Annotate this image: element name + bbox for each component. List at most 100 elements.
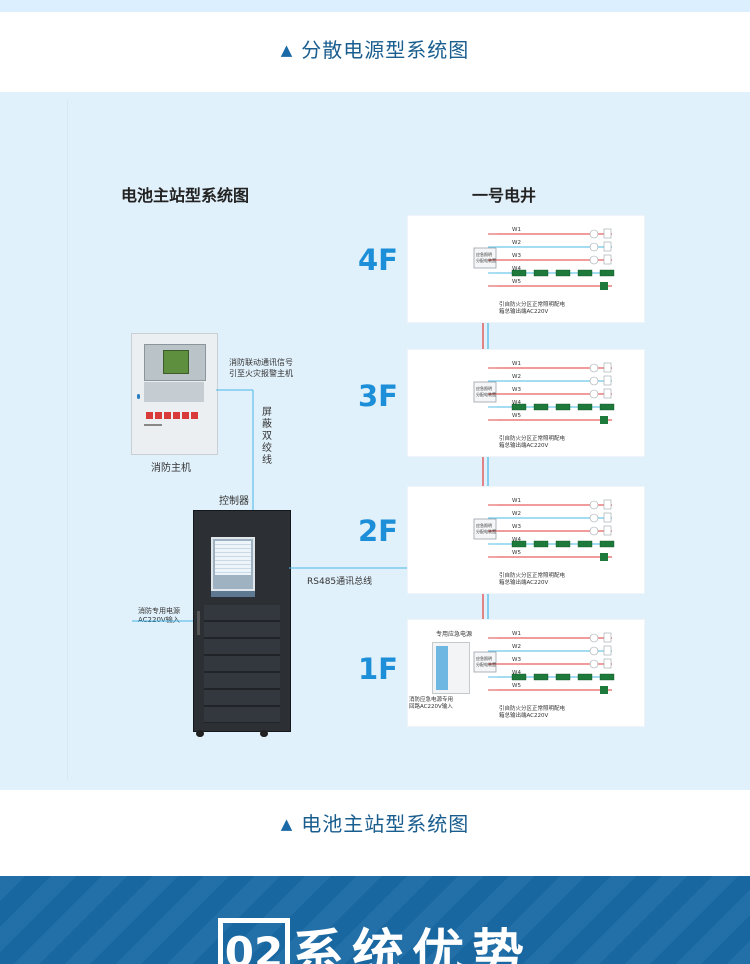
right-title: 一号电井 [472,186,537,205]
triangle-icon: ▲ [280,815,294,833]
exit-sign-icon [533,269,549,277]
exit-sign-icon [600,282,608,290]
light-fixture-icon [589,633,599,643]
feed-note: 引自防火分区正常照明配电 [499,302,566,308]
feed-note: 箱总输出端AC220V [499,580,549,586]
exit-sign-icon [600,553,608,561]
power-input-1: 消防专用电源 [138,607,180,615]
light-fixture-icon [603,375,612,386]
exit-sign-icon [555,540,571,548]
circuit-label: W5 [512,279,521,285]
exit-sign-icon [555,673,571,681]
light-fixture-icon [603,254,612,265]
exit-sign-icon [600,686,608,694]
light-fixture-icon [589,363,599,373]
controller-screen [215,541,251,575]
exit-sign-icon [599,403,615,411]
light-fixture-icon [589,255,599,265]
exit-sign-icon [577,403,593,411]
exit-sign-icon [599,269,615,277]
triangle-icon: ▲ [280,41,294,59]
band-stripes [0,876,750,964]
section-heading: 系统优势 [292,925,533,964]
light-fixture-icon [603,241,612,252]
floor-label-1f: 1F [358,652,398,686]
light-fixture-icon [603,512,612,523]
light-fixture-icon [589,526,599,536]
circuit-label: W5 [512,413,521,419]
exit-sign-icon [577,540,593,548]
distribution-box-text: 应急照明 [476,252,492,257]
light-fixture-icon [589,229,599,239]
light-fixture-icon [603,632,612,643]
light-fixture-icon [603,499,612,510]
light-fixture-icon [589,389,599,399]
dedicated-supply-cabinet [432,642,470,694]
exit-sign-icon [599,540,615,548]
light-fixture-icon [589,376,599,386]
exit-sign-icon [577,269,593,277]
feed-note: 引自防火分区正常照明配电 [499,706,566,712]
circuit-label: W4 [512,670,521,676]
exit-sign-icon [600,416,608,424]
distribution-box [473,381,497,403]
distribution-box-text: 分配电装置 [476,392,496,397]
exit-sign-icon [533,540,549,548]
light-fixture-icon [603,525,612,536]
exit-sign-icon [555,403,571,411]
fire-host-screen [163,350,189,374]
dedicated-note-2: 回路AC220V输入 [409,704,453,710]
power-input-2: AC220V输入 [138,616,180,624]
controller-label: 控制器 [219,496,249,507]
dedicated-note-1: 消防应急电源专用 [409,697,454,703]
signal-note-1: 消防联动通讯信号 [229,358,293,367]
exit-sign-icon [511,403,527,411]
feed-note: 箱总输出端AC220V [499,443,549,449]
feed-note: 箱总输出端AC220V [499,309,549,315]
circuit-label: W2 [512,644,521,650]
floor-label-4f: 4F [358,243,398,277]
circuit-label: W5 [512,683,521,689]
feed-note: 箱总输出端AC220V [499,713,549,719]
left-title: 电池主站型系统图 [121,186,250,205]
circuit-label: W5 [512,550,521,556]
top-caption: ▲ 分散电源型系统图 [0,34,750,63]
circuit-label: W1 [512,631,521,637]
distribution-box-text: 应急照明 [476,386,492,391]
distribution-box-text: 分配电装置 [476,662,496,667]
bottom-caption: ▲ 电池主站型系统图 [0,808,750,837]
fire-host-cabinet [131,333,218,455]
light-fixture-icon [603,388,612,399]
signal-note-2: 引至火灾报警主机 [229,369,293,378]
exit-sign-icon [555,269,571,277]
circuit-label: W3 [512,253,521,259]
feed-note: 引自防火分区正常照明配电 [499,573,566,579]
top-caption-text: 分散电源型系统图 [301,38,470,62]
light-fixture-icon [589,646,599,656]
circuit-label: W2 [512,511,521,517]
floor-label-3f: 3F [358,379,398,413]
rs485-label: RS485通讯总线 [307,577,373,587]
exit-sign-icon [511,540,527,548]
distribution-box [473,247,497,269]
circuit-label: W4 [512,537,521,543]
light-fixture-icon [589,659,599,669]
exit-sign-icon [599,673,615,681]
distribution-box [473,518,497,540]
circuit-label: W3 [512,524,521,530]
distribution-box-text: 分配电装置 [476,258,496,263]
exit-sign-icon [533,403,549,411]
divider-line [67,100,68,780]
top-bar [0,0,750,12]
circuit-label: W3 [512,387,521,393]
exit-sign-icon [511,673,527,681]
light-fixture-icon [589,242,599,252]
light-fixture-icon [603,228,612,239]
bottom-caption-text: 电池主站型系统图 [301,812,470,836]
light-fixture-icon [603,645,612,656]
distribution-box-text: 分配电装置 [476,529,496,534]
circuit-label: W1 [512,498,521,504]
distribution-box-text: 应急照明 [476,656,492,661]
light-fixture-icon [589,500,599,510]
